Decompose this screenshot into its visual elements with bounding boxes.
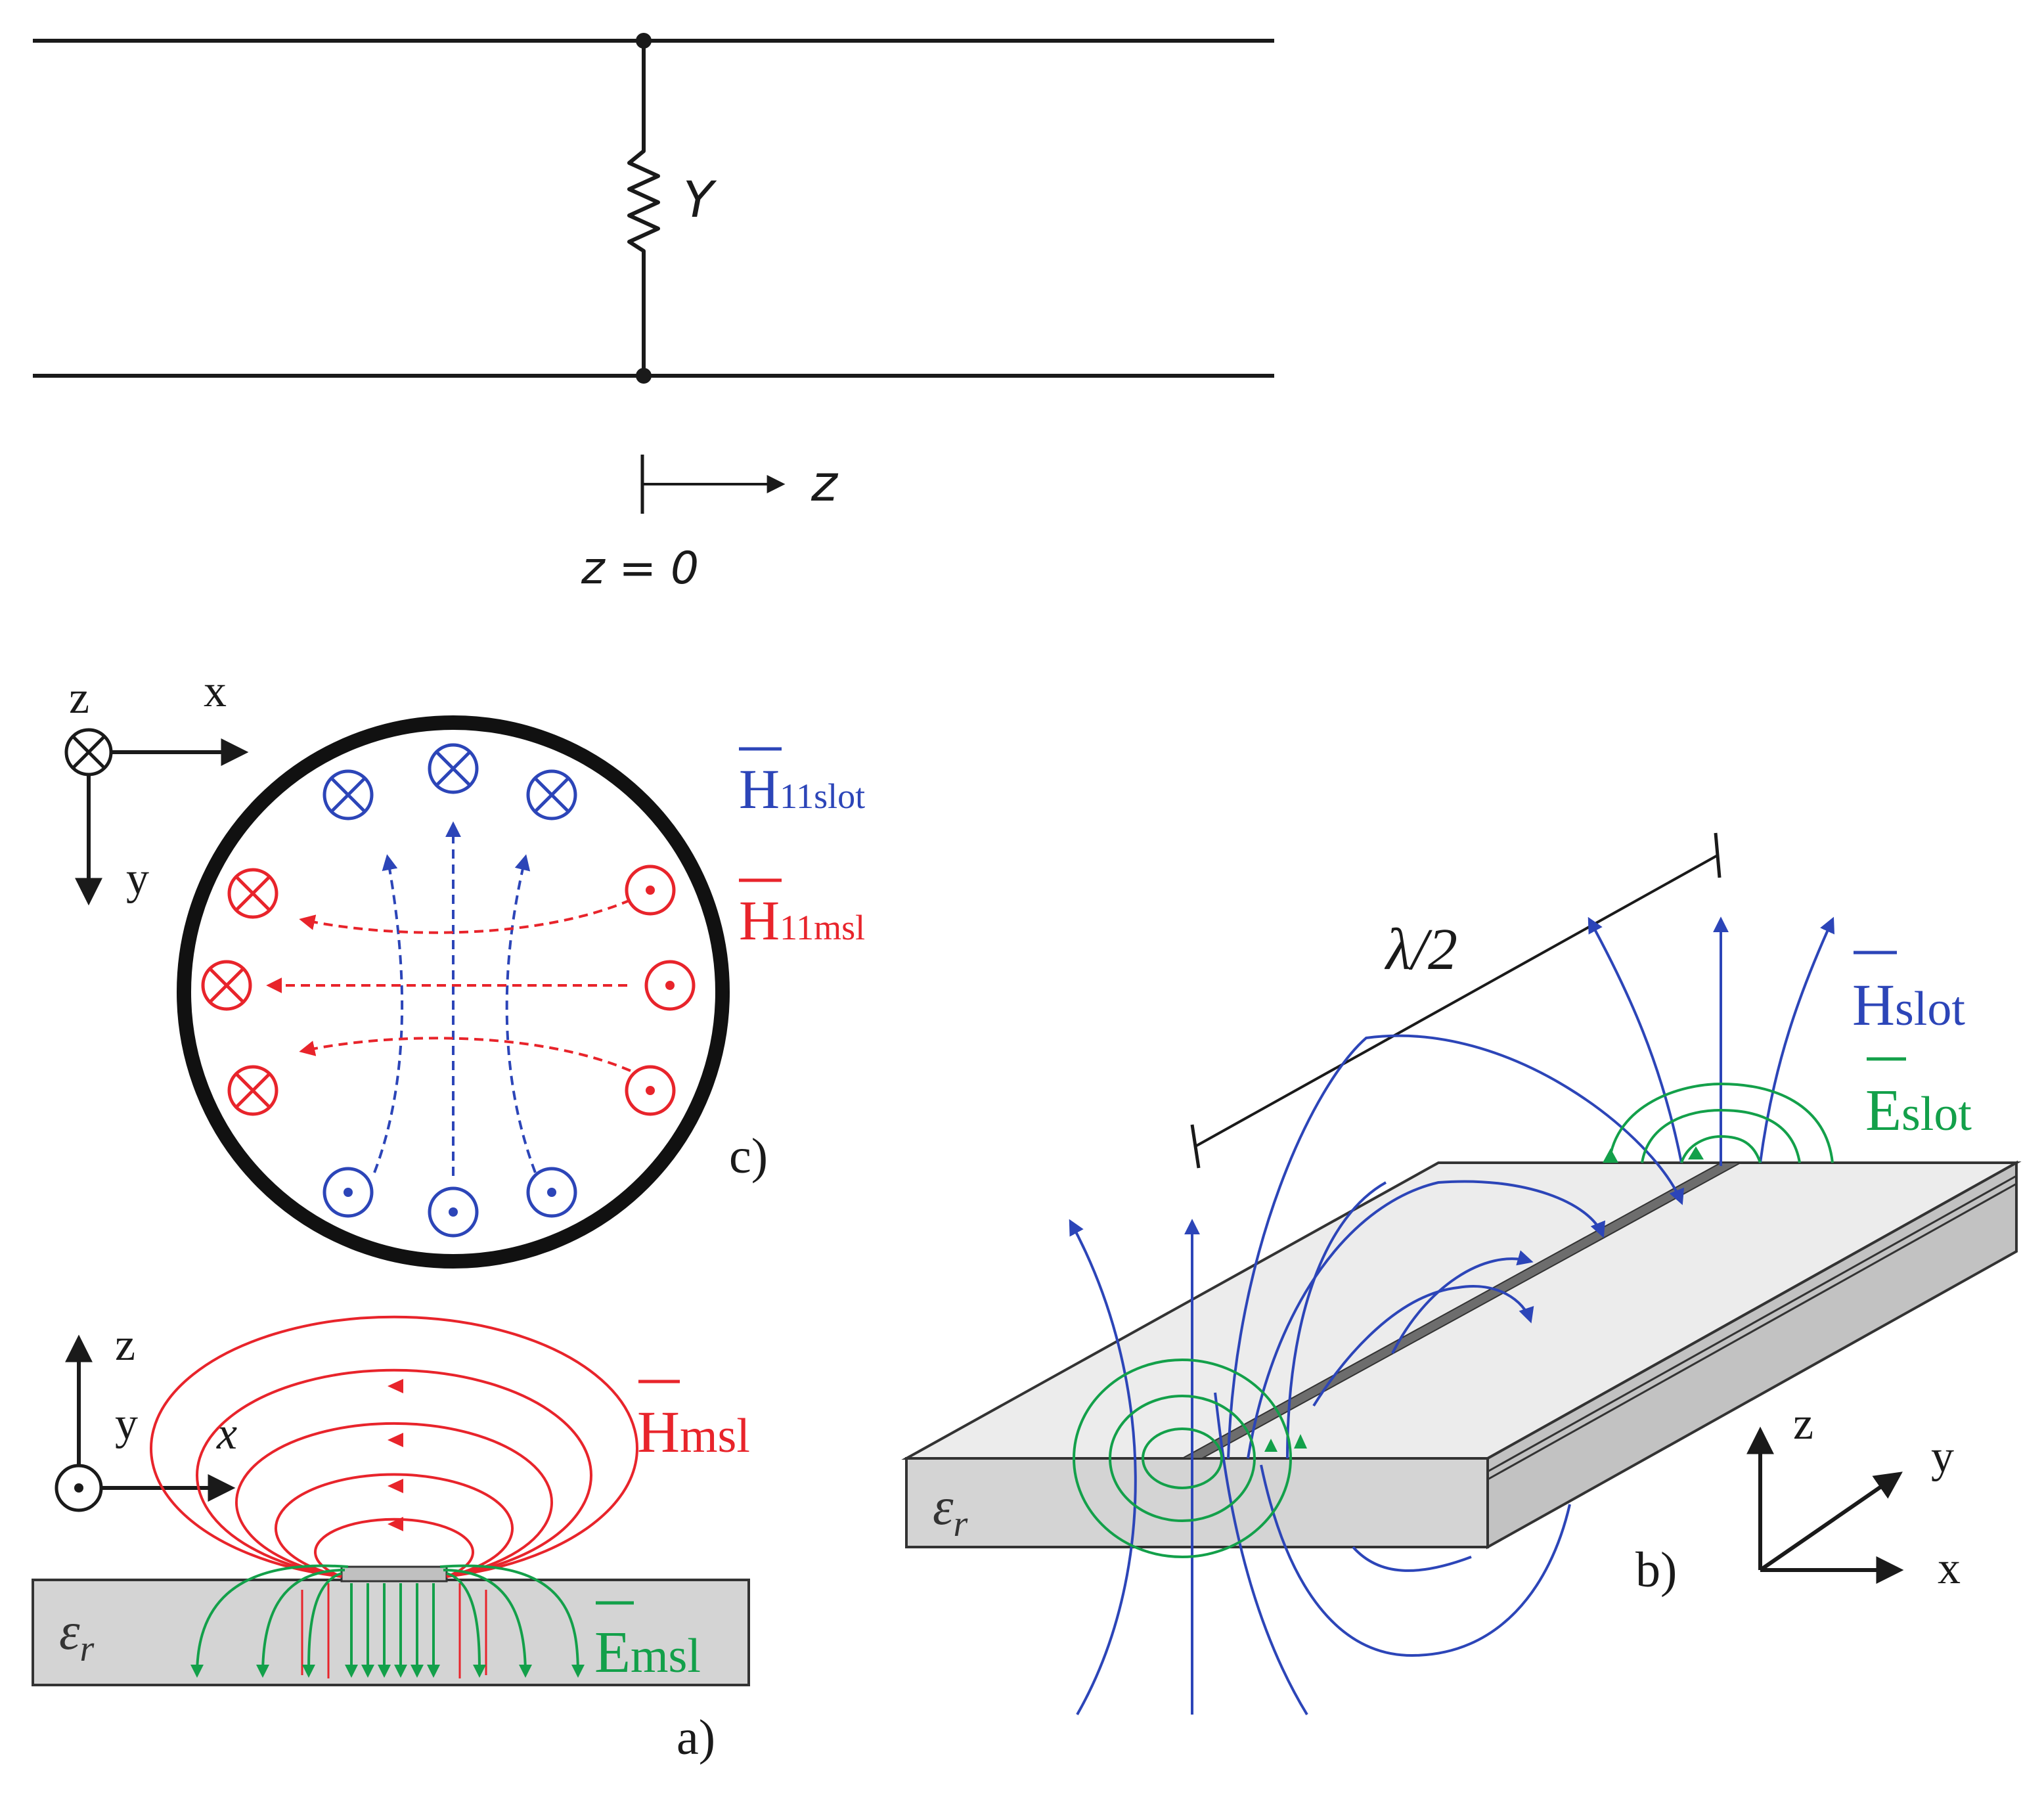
h11msl-label: H11msl (739, 889, 865, 952)
blue-into-page-icons (322, 743, 577, 820)
blue-out-of-page-icons (322, 1167, 577, 1238)
waveguide-wall (177, 715, 730, 1269)
red-into-page-icons (201, 868, 278, 1116)
c-axis-z-label: z (69, 673, 89, 723)
shunt-resistor-symbol (627, 41, 660, 376)
h11msl-field-lines (266, 899, 631, 1072)
shunt-admittance-circuit: Y z z = 0 (33, 33, 1274, 595)
b-axis-z-label: z (1793, 1399, 1813, 1449)
c-axis-x-label: x (204, 666, 227, 717)
a-epsilon-label: εr (59, 1603, 95, 1669)
z-into-page-icon (64, 728, 113, 776)
hslot-label: Hslot (1852, 973, 1965, 1038)
b-substrate-front (905, 1457, 1489, 1548)
panel-c-tag: c) (729, 1129, 768, 1184)
half-wavelength-label: λ/2 (1384, 917, 1457, 982)
eslot-label: Eslot (1865, 1078, 1972, 1143)
a-microstrip-conductor (340, 1565, 448, 1583)
hmsl-direction-arrows (388, 1379, 403, 1531)
h11slot-label: H11slot (739, 757, 865, 820)
hmsl-field-lines (150, 1315, 638, 1578)
admittance-label: Y (683, 170, 717, 229)
panel-a-microstrip: z y x (32, 1315, 750, 1765)
panel-c-circular-waveguide: z x y (64, 666, 865, 1269)
emsl-field-lines (190, 1564, 585, 1678)
h11slot-field-lines (373, 821, 537, 1176)
a-substrate (32, 1579, 750, 1686)
z-axis-label: z (811, 454, 839, 512)
a-axis-z-label: z (115, 1320, 135, 1370)
hmsl-label: Hmsl (637, 1400, 750, 1465)
hslot-field-lines (1069, 916, 1834, 1716)
b-axis-x-label: x (1938, 1543, 1961, 1594)
b-axis-y-label: y (1931, 1431, 1954, 1482)
eslot-field-lines (1073, 1082, 1834, 1558)
panel-b-tag: b) (1635, 1542, 1677, 1598)
b-substrate-side (1486, 1160, 2018, 1550)
c-axis-y-label: y (126, 853, 149, 904)
panel-b-slotline: λ/2 (901, 832, 2022, 1716)
red-out-of-page-icons (625, 865, 696, 1116)
b-y-axis-arrow (1759, 1472, 1903, 1572)
a-axis-y-label: y (115, 1399, 138, 1449)
half-wavelength-dimension (1195, 854, 1718, 1148)
emsl-label: Emsl (594, 1620, 701, 1685)
b-epsilon-label: εr (933, 1478, 968, 1544)
a-axis-x-label: x (216, 1408, 237, 1459)
z-origin-label: z = 0 (581, 543, 699, 595)
panel-a-tag: a) (677, 1710, 715, 1765)
